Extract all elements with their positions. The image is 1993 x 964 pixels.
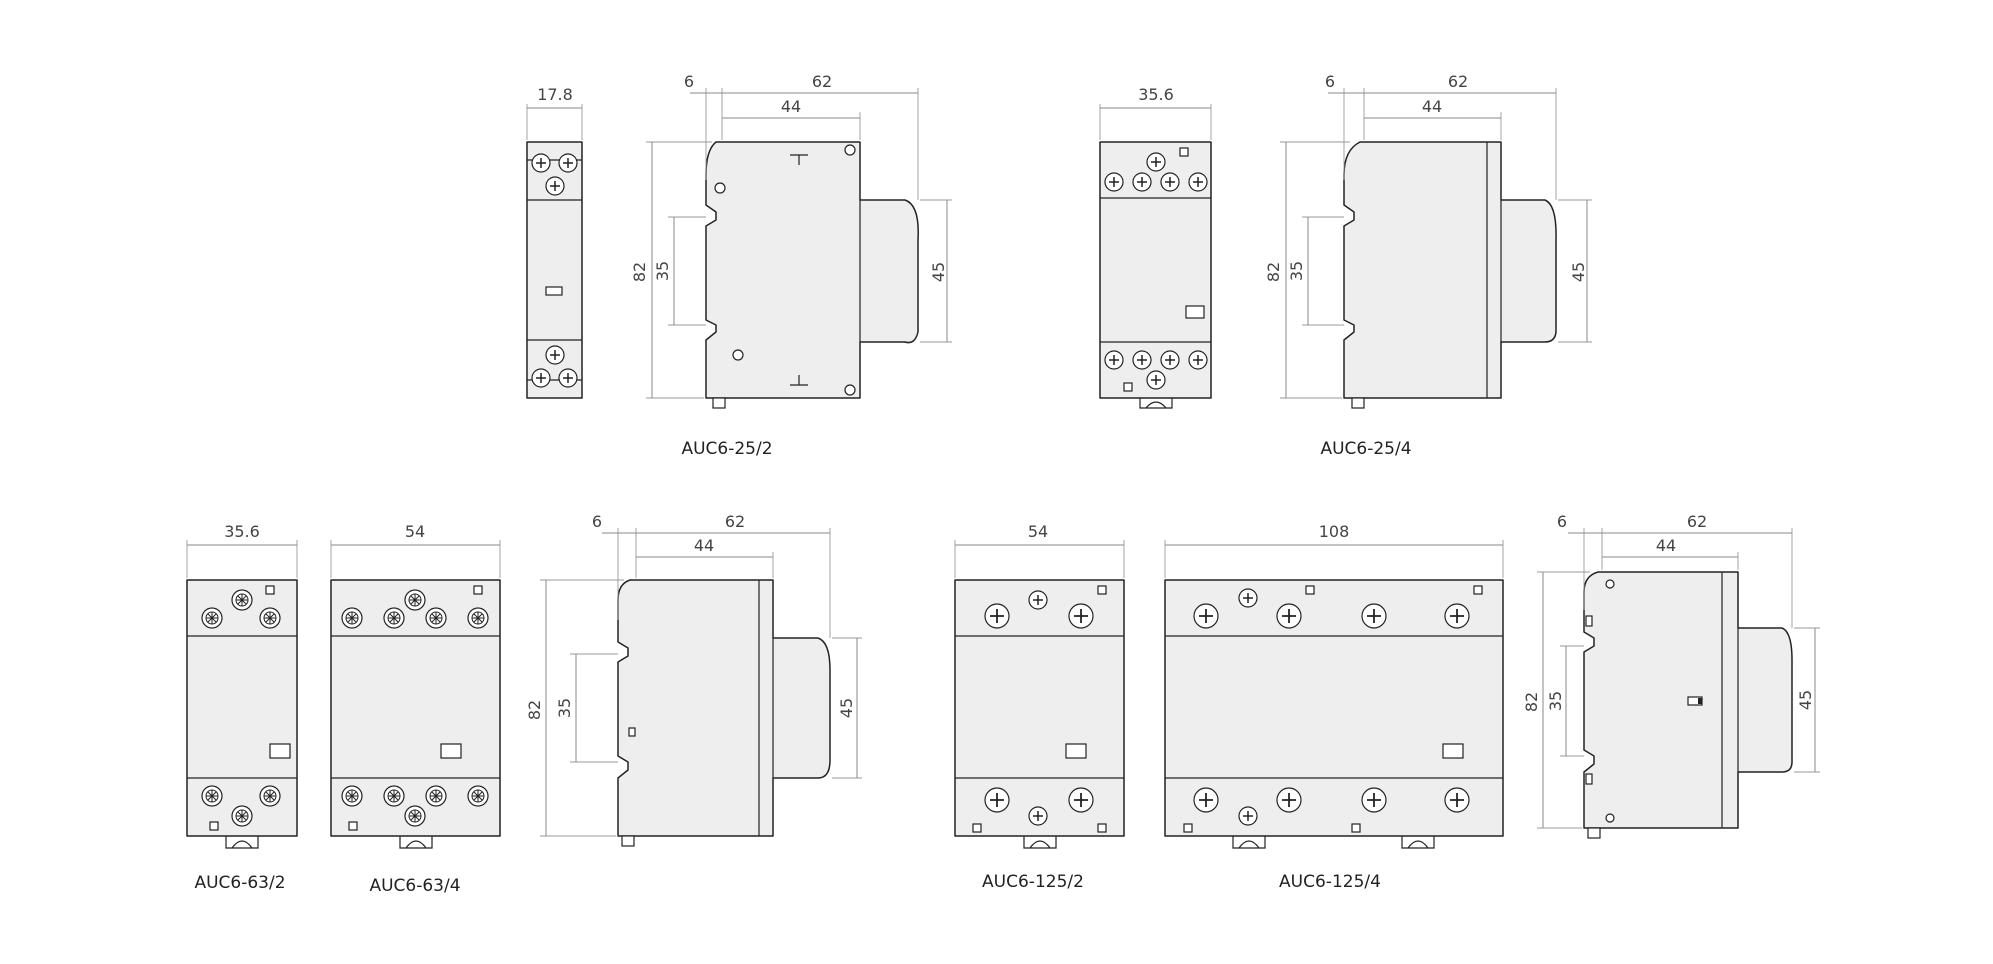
dim-width: 54 [1028,522,1048,541]
dim-depth: 62 [1448,72,1468,91]
dim-front: 45 [1796,690,1815,710]
label-auc6-63-4: AUC6-63/4 [369,876,460,896]
dim-width-35-6: 35.6 [1138,85,1174,104]
auc6-125-4-width-dimension: 108 [1164,522,1504,578]
auc6-125-side-dimensions: 6 62 44 82 35 45 [1522,512,1820,829]
dim-offset: 6 [1325,72,1335,91]
dim-width: 35.6 [224,522,260,541]
dim-rail: 35 [1287,261,1306,281]
auc6-25-4-side-view [1343,141,1557,409]
auc6-25-2-width-dimension: 17.8 [526,85,583,140]
dim-width-17-8: 17.8 [537,85,573,104]
label-auc6-63-2: AUC6-63/2 [194,873,285,893]
auc6-63-2-front-view [186,579,298,849]
dim-front: 45 [929,262,948,282]
dim-depth: 62 [812,72,832,91]
auc6-63-2-width-dimension: 35.6 [186,522,298,578]
auc6-125-2-width-dimension: 54 [954,522,1125,578]
dim-depth: 62 [725,512,745,531]
dim-height: 82 [1522,692,1541,712]
dim-body: 44 [1656,536,1676,555]
auc6-63-side-view [617,579,831,847]
dim-width: 54 [405,522,425,541]
dim-body: 44 [781,97,801,116]
dim-height: 82 [630,262,649,282]
dim-depth: 62 [1687,512,1707,531]
auc6-25-4-side-dimensions: 6 62 44 82 35 45 [1264,72,1592,399]
dim-body: 44 [694,536,714,555]
label-auc6-25-4: AUC6-25/4 [1320,439,1411,459]
auc6-25-2-front-view [526,141,583,399]
dim-rail: 35 [1546,691,1565,711]
label-auc6-125-2: AUC6-125/2 [982,872,1084,892]
auc6-63-4-front-view [330,579,501,849]
dim-front: 45 [837,698,856,718]
auc6-63-side-dimensions: 6 62 44 82 35 45 [525,512,862,837]
auc6-125-side-view [1583,571,1793,839]
dim-offset: 6 [1557,512,1567,531]
auc6-25-2-side-dimensions: 6 62 44 82 35 45 [630,72,952,399]
dim-front: 45 [1569,262,1588,282]
auc6-125-2-front-view [954,579,1125,849]
dim-height: 82 [525,700,544,720]
auc6-25-4-width-dimension: 35.6 [1099,85,1212,140]
dim-rail: 35 [653,261,672,281]
auc6-63-4-width-dimension: 54 [330,522,501,578]
label-auc6-25-2: AUC6-25/2 [681,439,772,459]
dim-rail: 35 [555,698,574,718]
dim-width: 108 [1319,522,1350,541]
label-auc6-125-4: AUC6-125/4 [1279,872,1381,892]
dim-offset: 6 [592,512,602,531]
dim-offset: 6 [684,72,694,91]
dim-height: 82 [1264,262,1283,282]
auc6-125-4-front-view [1164,579,1504,849]
auc6-25-2-side-view [705,141,919,409]
auc6-25-4-front-view [1099,141,1212,409]
dim-body: 44 [1422,97,1442,116]
